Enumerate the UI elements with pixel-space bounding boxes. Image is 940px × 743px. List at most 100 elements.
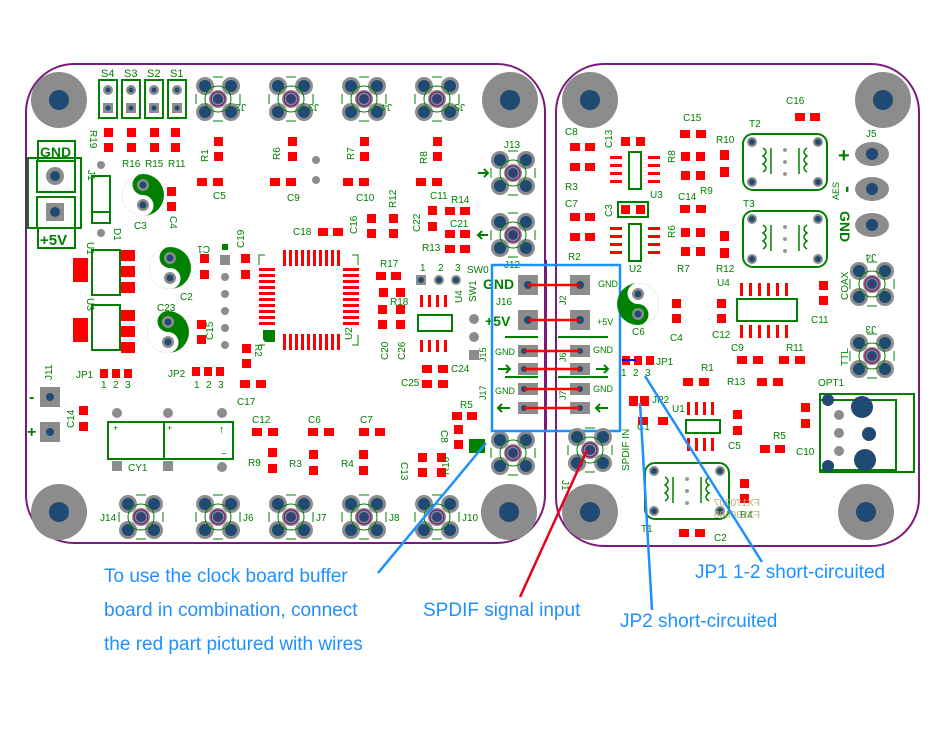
label-c16: C16 — [349, 215, 360, 234]
label-r10: R10 — [441, 456, 452, 475]
label-j11: J11 — [44, 364, 55, 380]
mounting-hole — [481, 484, 537, 540]
label-j17: J17 — [478, 385, 488, 400]
label-c17: C17 — [237, 397, 256, 408]
aes-minus-sign: - — [837, 186, 859, 193]
label-c25: C25 — [401, 378, 420, 389]
mounting-hole — [838, 484, 894, 540]
label-sw1: SW1 — [468, 280, 479, 302]
svg-text:+: + — [167, 423, 172, 433]
label-cy1: CY1 — [128, 463, 148, 474]
jp1-left-pin-2: 2 — [113, 380, 119, 391]
label-c12: C12 — [252, 415, 271, 426]
label-r5-right: R5 — [773, 431, 786, 442]
label-j10: J10 — [462, 513, 479, 524]
jp2-left-pin-2: 2 — [206, 380, 212, 391]
label-r15: R15 — [145, 159, 164, 170]
label-c16-right: C16 — [786, 96, 805, 107]
label-r16: R16 — [122, 159, 141, 170]
label-c8-right: C8 — [565, 127, 578, 138]
jp1-note: JP1 1-2 short-circuited — [695, 562, 886, 583]
mounting-hole — [562, 484, 618, 540]
label-r18: R18 — [390, 297, 409, 308]
label-c3: C3 — [134, 221, 147, 232]
label-s4: S4 — [101, 68, 114, 80]
label-j4: J4 — [381, 101, 392, 112]
label-r11: R11 — [168, 159, 186, 170]
chip-u2 — [258, 250, 359, 350]
label-c1-right: C1 — [637, 422, 650, 433]
j6-gnd-label: GND — [593, 345, 614, 355]
label-c2: C2 — [180, 292, 193, 303]
label-c18: C18 — [293, 227, 312, 238]
power-gnd-label: GND — [40, 144, 71, 160]
aes-gnd-label: GND — [837, 211, 853, 242]
label-u2: U2 — [344, 327, 355, 340]
label-c4: C4 — [167, 216, 178, 229]
label-ttl: TTL — [840, 348, 851, 366]
label-j4-right: J4 — [865, 251, 876, 262]
label-u1-right: U1 — [672, 404, 685, 415]
label-r1: R1 — [200, 149, 211, 162]
label-r3-right: R3 — [565, 182, 578, 193]
label-c10-right: C10 — [796, 447, 815, 458]
label-c12-right: C12 — [712, 330, 731, 341]
label-r13: R13 — [422, 243, 441, 254]
j16-5v-label: +5V — [485, 313, 511, 329]
label-j14: J14 — [100, 513, 117, 524]
label-r7: R7 — [346, 147, 357, 160]
jp1-left-pin-1: 1 — [101, 380, 107, 391]
label-j2-right: J2 — [558, 295, 568, 305]
mounting-hole — [31, 484, 87, 540]
label-c15: C15 — [205, 321, 216, 340]
capacitor-c23 — [147, 311, 189, 353]
label-r19: R19 — [87, 130, 98, 149]
label-s3: S3 — [124, 68, 137, 80]
label-jp1-right: JP1 — [656, 357, 674, 368]
jp2-left-pin-3: 3 — [218, 380, 224, 391]
label-r14: R14 — [451, 195, 470, 206]
label-r13-right: R13 — [727, 377, 746, 388]
j2-gnd-label: GND — [598, 279, 619, 289]
label-c21: C21 — [450, 219, 469, 230]
label-r5: R5 — [460, 400, 473, 411]
label-r7-right: R7 — [677, 264, 690, 275]
capacitor-c2 — [149, 247, 191, 289]
svg-text:−: − — [221, 449, 227, 460]
label-u3: U3 — [84, 298, 95, 311]
capacitor-c3 — [122, 174, 164, 216]
label-c4-right: C4 — [670, 333, 683, 344]
label-c8: C8 — [438, 430, 449, 443]
label-r1-right: R1 — [701, 363, 714, 374]
label-j5: J5 — [454, 101, 465, 112]
label-c3-right: C3 — [604, 204, 615, 217]
j11-minus-sign: - — [29, 389, 34, 406]
label-c5: C5 — [213, 191, 226, 202]
label-c24: C24 — [451, 364, 470, 375]
label-j2: J2 — [235, 101, 246, 112]
label-r12: R12 — [388, 189, 399, 208]
label-j7: J7 — [316, 513, 327, 524]
label-c23: C23 — [157, 303, 176, 314]
j7-gnd-label: GND — [593, 384, 614, 394]
label-c10: C10 — [356, 193, 375, 204]
sw0-pin-3: 3 — [455, 263, 461, 274]
label-sw0: SW0 — [467, 265, 489, 276]
jp1-left-pin-3: 3 — [125, 380, 131, 391]
mounting-hole — [562, 72, 618, 128]
label-r17: R17 — [380, 259, 399, 270]
label-r8-right: R8 — [667, 150, 678, 163]
label-c20: C20 — [380, 341, 391, 360]
label-r9: R9 — [248, 458, 261, 469]
label-c5-right: C5 — [728, 441, 741, 452]
mounting-hole — [31, 72, 87, 128]
label-j15: J15 — [478, 347, 488, 362]
label-c6: C6 — [308, 415, 321, 426]
label-c2-right: C2 — [714, 533, 727, 544]
label-c1: C1 — [197, 243, 210, 254]
label-r6-right: R6 — [667, 225, 678, 238]
label-c7-right: C7 — [565, 199, 578, 210]
label-j3: J3 — [308, 101, 319, 112]
wires-note-line-2: board in combination, connect — [104, 600, 358, 621]
sw0-pin-1: 1 — [420, 263, 426, 274]
